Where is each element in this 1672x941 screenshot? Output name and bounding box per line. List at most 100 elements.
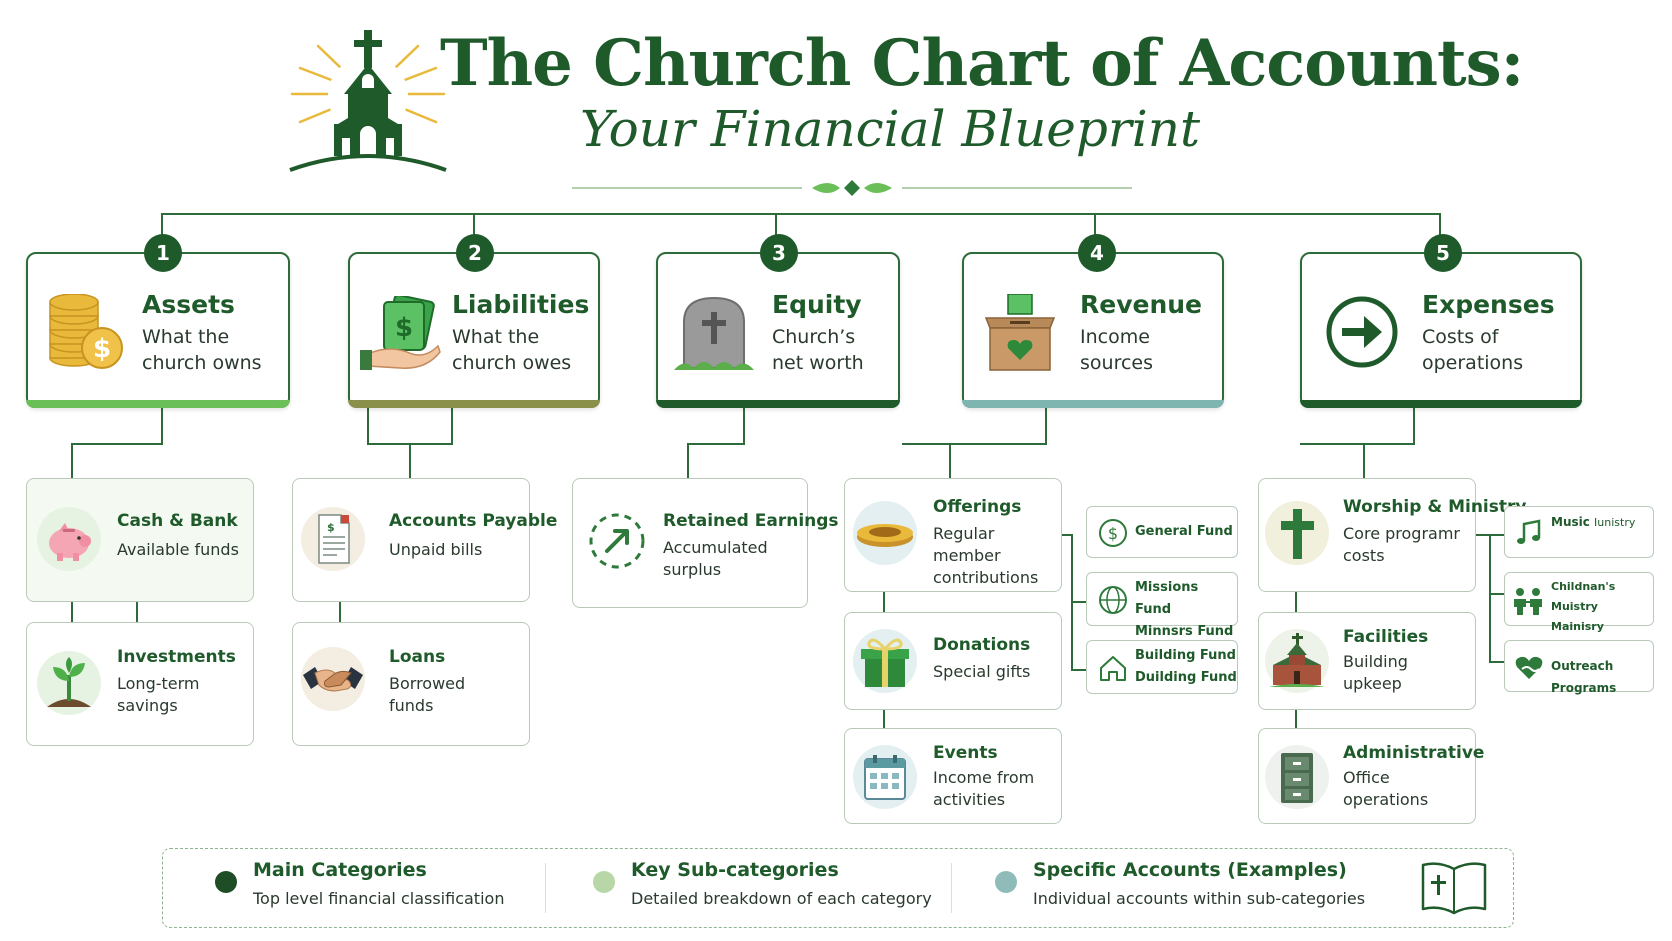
money-hand-icon: $	[360, 296, 441, 370]
legend-desc: Individual accounts within sub-categorie…	[1033, 889, 1366, 908]
legend: Main Categories Top level financial clas…	[162, 848, 1514, 928]
main-title-assets: Assets	[142, 290, 235, 319]
sub-title: Facilities	[1343, 627, 1429, 647]
legend-title: Main Categories	[253, 859, 427, 881]
legend-dot-main	[215, 871, 237, 893]
sub-title: Administrative	[1343, 743, 1485, 763]
sub-desc: Unpaid bills	[389, 540, 483, 559]
music-note-icon	[1517, 519, 1541, 544]
piggy-bank-icon	[37, 507, 101, 571]
sub-title: Offerings	[933, 497, 1022, 517]
sub-card-cash-bank[interactable]: Cash & Bank Available funds	[26, 478, 254, 602]
sub-title: Accounts Payable	[389, 511, 558, 531]
coins-icon: $	[49, 294, 123, 369]
calendar-icon	[853, 745, 917, 809]
ornament-divider-icon	[572, 180, 1132, 196]
church-building-icon	[1265, 629, 1329, 693]
growth-arrow-icon	[585, 509, 649, 573]
legend-dot-sub	[593, 871, 615, 893]
svg-text:$: $	[1108, 524, 1118, 543]
offering-box-icon	[984, 294, 1056, 371]
sub-title: Worship & Ministry	[1343, 497, 1527, 517]
number-badge: 1	[144, 234, 182, 272]
number-badge: 4	[1078, 234, 1116, 272]
arrow-right-circle-icon	[1326, 296, 1398, 368]
sub-title: Cash & Bank	[117, 511, 238, 531]
dollar-circle-icon: $	[1099, 519, 1127, 547]
bible-icon	[1421, 862, 1487, 915]
svg-text:$: $	[395, 313, 413, 343]
legend-title: Key Sub-categories	[631, 859, 839, 881]
handshake-icon	[301, 647, 365, 711]
svg-text:$: $	[93, 334, 111, 364]
cross-icon	[1265, 501, 1329, 565]
main-title-liabilities: Liabilities	[452, 290, 590, 319]
globe-icon	[1099, 586, 1127, 614]
legend-desc: Top level financial classification	[253, 889, 505, 908]
sub-title: Events	[933, 743, 998, 763]
svg-text:$: $	[327, 521, 335, 534]
main-title-equity: Equity	[772, 290, 862, 319]
children-icon	[1514, 588, 1542, 615]
sub-title: Investments	[117, 647, 236, 667]
legend-desc: Detailed breakdown of each category	[631, 889, 932, 908]
page-subtitle: Your Financial Blueprint	[580, 100, 1201, 158]
account-general-fund[interactable]: $ General Fund	[1086, 506, 1238, 558]
number-badge: 5	[1424, 234, 1462, 272]
church-logo-icon	[289, 30, 447, 172]
main-title-expenses: Expenses	[1422, 290, 1555, 319]
sub-title: Loans	[389, 647, 446, 667]
file-cabinet-icon	[1265, 745, 1329, 809]
legend-dot-accounts	[995, 871, 1017, 893]
sub-card-accounts-payable[interactable]: $ Accounts Payable Unpaid bills	[292, 478, 557, 602]
gift-icon	[853, 629, 917, 693]
house-icon	[1100, 656, 1126, 681]
sprout-icon	[37, 651, 101, 715]
sub-desc: Special gifts	[933, 662, 1031, 681]
offering-plate-icon	[853, 501, 917, 565]
legend-title: Specific Accounts (Examples)	[1033, 859, 1347, 881]
account-music-ministry[interactable]: Music Iunistry	[1504, 506, 1654, 558]
sub-title: Donations	[933, 635, 1031, 655]
main-title-revenue: Revenue	[1080, 290, 1203, 319]
invoice-icon: $	[301, 507, 365, 571]
heart-hands-icon	[1515, 656, 1543, 679]
sub-desc: Available funds	[117, 540, 239, 559]
account-outreach-programs[interactable]: Outreach Programs	[1504, 640, 1654, 695]
sub-title: Retained Earnings	[663, 511, 839, 531]
page-title: The Church Chart of Accounts:	[440, 26, 1524, 101]
number-badge: 3	[760, 234, 798, 272]
cornerstone-icon	[674, 296, 754, 370]
sub-card-donations[interactable]: Donations Special gifts	[844, 612, 1062, 710]
